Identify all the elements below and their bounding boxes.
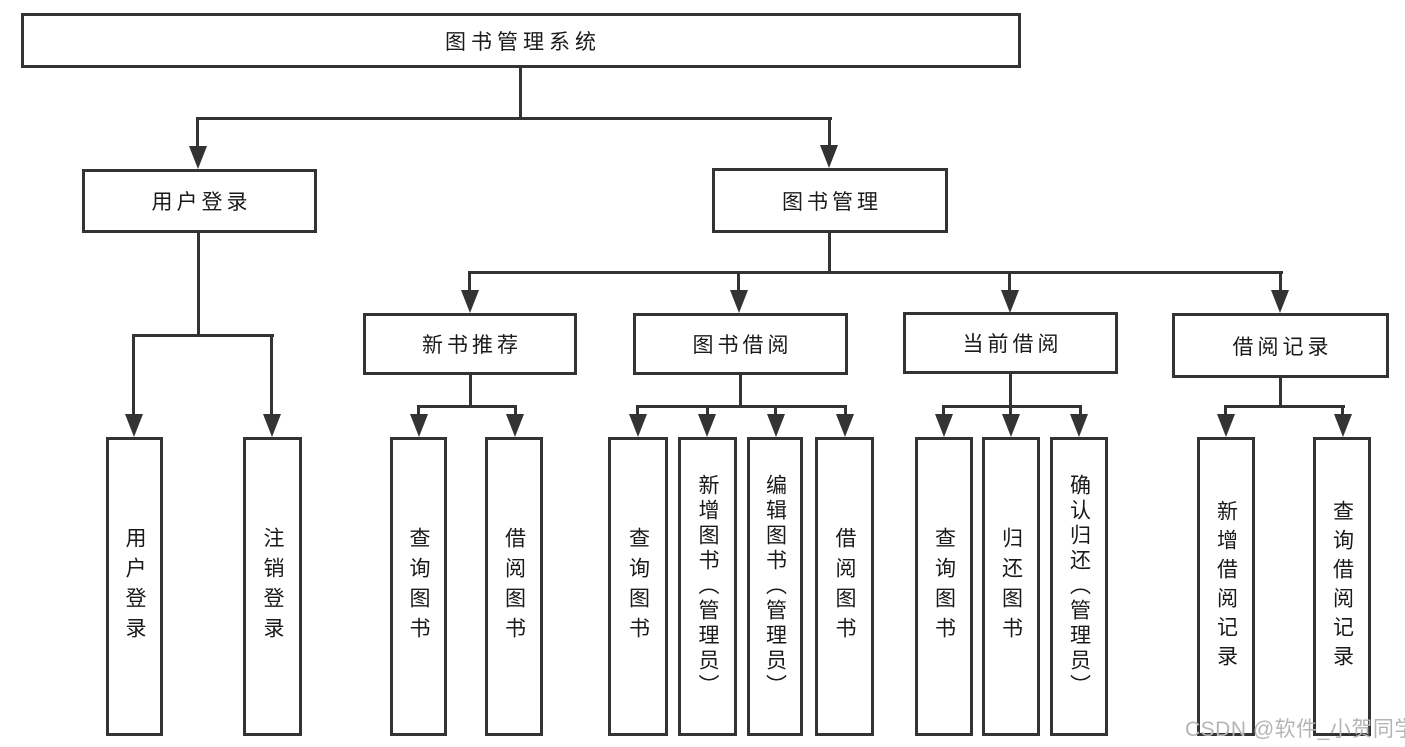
arrowhead-bb-borrow — [836, 414, 854, 437]
connector-stub-leaf-user-login — [132, 336, 135, 415]
connector-stub-borrowing-records — [1279, 273, 1282, 291]
leaf-query-books-borrowing-label: 查询图书 — [626, 526, 650, 647]
connector-stub-bb-query — [636, 407, 639, 416]
leaf-return-books: 归还图书 — [982, 437, 1040, 736]
leaf-add-borrow-record-label: 新增借阅记录 — [1214, 499, 1238, 674]
connector-root-horizontal — [196, 117, 832, 120]
leaf-borrow-books-recommend: 借阅图书 — [485, 437, 543, 736]
arrowhead-cb-return — [1002, 414, 1020, 437]
arrowhead-borrowing-records — [1271, 290, 1289, 313]
csdn-watermark: CSDN @软件_小贺同学 — [1185, 718, 1405, 741]
connector-book-management-horizontal — [468, 271, 1283, 274]
connector-root-vertical — [519, 67, 522, 119]
connector-stub-bb-borrow — [844, 407, 847, 416]
arrowhead-current-borrowing — [1001, 290, 1019, 313]
connector-current-borrowing-vertical — [1009, 374, 1012, 408]
arrowhead-book-management — [820, 145, 838, 168]
leaf-borrow-books-borrowing: 借阅图书 — [815, 437, 874, 736]
arrowhead-leaf-user-login — [125, 414, 143, 437]
connector-stub-user-login — [196, 119, 199, 149]
leaf-query-borrow-record-label: 查询借阅记录 — [1330, 499, 1354, 674]
leaf-confirm-return-admin-label: 确认归还（管理员） — [1067, 474, 1091, 699]
arrowhead-cb-confirm — [1070, 414, 1088, 437]
connector-current-borrowing-horizontal — [942, 405, 1082, 408]
node-new-book-recommendation: 新书推荐 — [363, 313, 577, 375]
leaf-query-books-current-label: 查询图书 — [932, 526, 956, 647]
arrowhead-bb-add — [698, 414, 716, 437]
connector-new-books-vertical — [469, 374, 472, 408]
leaf-user-login: 用户登录 — [106, 437, 163, 736]
node-book-borrowing: 图书借阅 — [633, 313, 848, 375]
arrowhead-leaf-logout — [263, 414, 281, 437]
leaf-add-books-admin-label: 新增图书（管理员） — [696, 474, 719, 699]
connector-stub-nb-query — [417, 407, 420, 416]
leaf-logout-label: 注销登录 — [261, 526, 284, 647]
leaf-logout: 注销登录 — [243, 437, 302, 736]
connector-book-borrowing-vertical — [739, 374, 742, 408]
leaf-query-books-recommend-label: 查询图书 — [407, 526, 430, 647]
connector-stub-new-books — [468, 273, 471, 291]
connector-stub-cb-return — [1009, 407, 1012, 416]
arrowhead-nb-query — [410, 414, 428, 437]
connector-borrowing-records-vertical — [1279, 376, 1282, 408]
arrowhead-bb-query — [629, 414, 647, 437]
connector-stub-cb-query — [942, 407, 945, 416]
node-root-book-management-system: 图书管理系统 — [21, 13, 1021, 68]
connector-stub-leaf-logout — [270, 336, 273, 415]
node-user-login: 用户登录 — [82, 169, 317, 233]
arrowhead-bb-edit — [767, 414, 785, 437]
connector-new-books-horizontal — [417, 405, 517, 408]
arrowhead-cb-query — [935, 414, 953, 437]
connector-borrowing-records-horizontal — [1224, 405, 1345, 408]
arrowhead-user-login — [189, 146, 207, 169]
leaf-edit-books-admin: 编辑图书（管理员） — [747, 437, 803, 736]
arrowhead-book-borrowing — [730, 290, 748, 313]
leaf-query-books-borrowing: 查询图书 — [608, 437, 668, 736]
node-borrowing-records: 借阅记录 — [1172, 313, 1389, 378]
leaf-edit-books-admin-label: 编辑图书（管理员） — [763, 474, 787, 699]
arrowhead-new-books — [461, 290, 479, 313]
node-book-management: 图书管理 — [712, 168, 948, 233]
arrowhead-br-query — [1334, 414, 1352, 437]
connector-stub-br-query — [1341, 407, 1344, 416]
leaf-query-books-recommend: 查询图书 — [390, 437, 447, 736]
leaf-query-borrow-record: 查询借阅记录 — [1313, 437, 1371, 736]
connector-book-management-vertical — [828, 232, 831, 273]
connector-stub-bb-edit — [774, 407, 777, 416]
connector-stub-current-borrowing — [1008, 273, 1011, 291]
leaf-return-books-label: 归还图书 — [999, 526, 1023, 647]
node-current-borrowing: 当前借阅 — [903, 312, 1118, 374]
connector-stub-book-management — [828, 119, 831, 147]
leaf-user-login-label: 用户登录 — [123, 526, 146, 647]
leaf-query-books-current: 查询图书 — [915, 437, 973, 736]
leaf-add-borrow-record: 新增借阅记录 — [1197, 437, 1255, 736]
leaf-add-books-admin: 新增图书（管理员） — [678, 437, 737, 736]
connector-stub-br-add — [1224, 407, 1227, 416]
leaf-borrow-books-recommend-label: 借阅图书 — [502, 526, 526, 647]
connector-stub-book-borrowing — [737, 273, 740, 291]
leaf-confirm-return-admin: 确认归还（管理员） — [1050, 437, 1108, 736]
arrowhead-nb-borrow — [506, 414, 524, 437]
arrowhead-br-add — [1217, 414, 1235, 437]
connector-stub-bb-add — [706, 407, 709, 416]
connector-user-login-vertical — [197, 232, 200, 336]
connector-user-login-horizontal — [132, 334, 274, 337]
connector-stub-cb-confirm — [1079, 407, 1082, 416]
leaf-borrow-books-borrowing-label: 借阅图书 — [833, 526, 856, 647]
connector-book-borrowing-horizontal — [636, 405, 847, 408]
connector-stub-nb-borrow — [514, 407, 517, 416]
